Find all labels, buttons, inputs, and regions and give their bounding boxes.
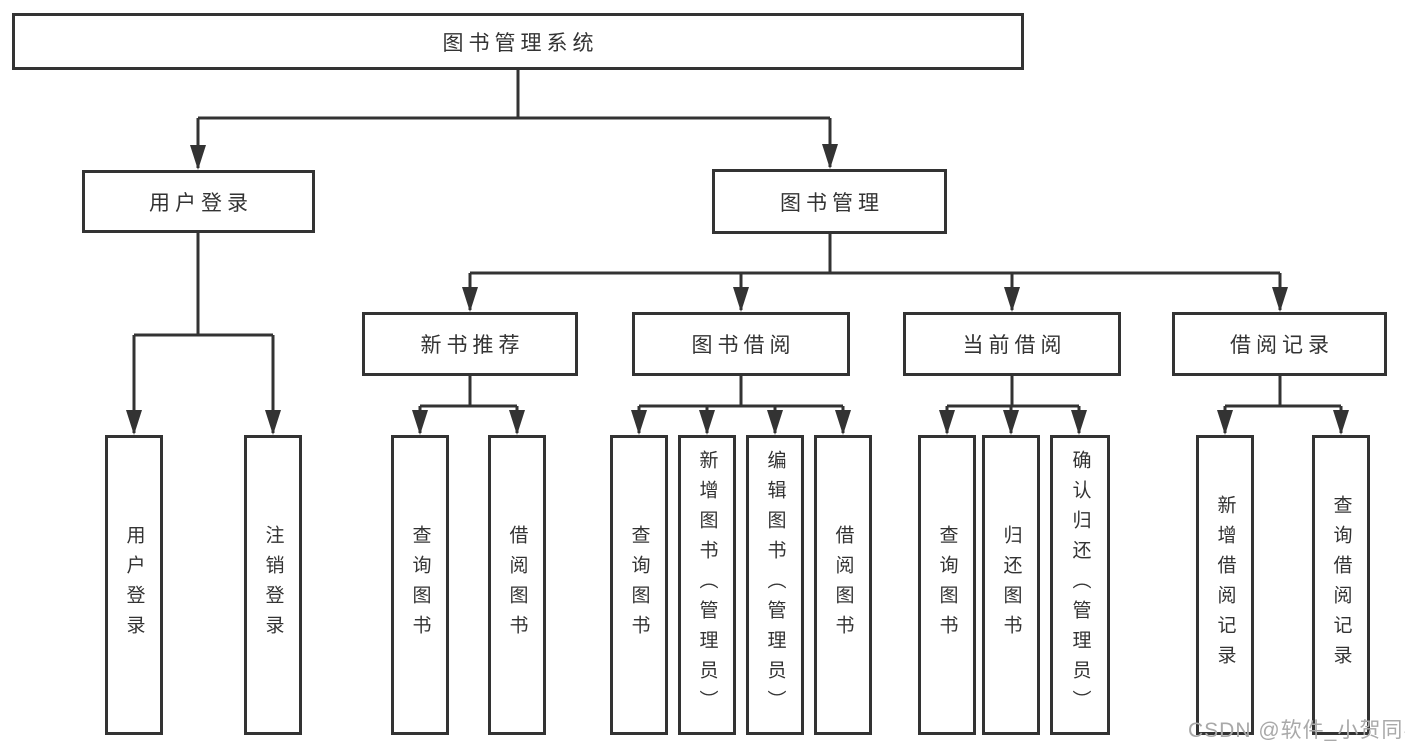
leaf-confirm-return-admin: 确认归还（管理员） — [1050, 435, 1110, 735]
csdn-watermark: CSDN @软件_小贺同学 — [1188, 719, 1405, 742]
leaf-current-query-books-label: 查询图书 — [936, 525, 958, 645]
leaf-user-login: 用户登录 — [105, 435, 163, 735]
leaf-user-login-label: 用户登录 — [123, 525, 145, 645]
leaf-edit-book-admin: 编辑图书（管理员） — [746, 435, 804, 735]
node-book-borrowing-label: 图书借阅 — [691, 334, 796, 357]
leaf-logout-label: 注销登录 — [262, 525, 284, 645]
node-borrowing-records: 借阅记录 — [1172, 312, 1387, 376]
leaf-logout: 注销登录 — [244, 435, 302, 735]
leaf-newbook-query-books: 查询图书 — [391, 435, 449, 735]
leaf-add-book-admin-label: 新增图书（管理员） — [696, 450, 718, 720]
node-current-borrowing-label: 当前借阅 — [962, 334, 1067, 357]
leaf-add-borrow-record: 新增借阅记录 — [1196, 435, 1254, 735]
node-new-book-recommendation-label: 新书推荐 — [420, 334, 525, 357]
node-library-management-system-label: 图书管理系统 — [442, 31, 599, 55]
node-current-borrowing: 当前借阅 — [903, 312, 1121, 376]
node-new-book-recommendation: 新书推荐 — [362, 312, 578, 376]
leaf-query-borrow-record: 查询借阅记录 — [1312, 435, 1370, 735]
leaf-newbook-query-books-label: 查询图书 — [409, 525, 431, 645]
leaf-newbook-borrow-books-label: 借阅图书 — [506, 525, 528, 645]
leaf-edit-book-admin-label: 编辑图书（管理员） — [764, 450, 786, 720]
leaf-borrowing-borrow-books-label: 借阅图书 — [832, 525, 854, 645]
node-book-borrowing: 图书借阅 — [632, 312, 850, 376]
node-book-management: 图书管理 — [712, 169, 947, 234]
leaf-borrowing-query-books: 查询图书 — [610, 435, 668, 735]
leaf-confirm-return-admin-label: 确认归还（管理员） — [1069, 450, 1091, 720]
node-borrowing-records-label: 借阅记录 — [1230, 334, 1334, 357]
leaf-current-query-books: 查询图书 — [918, 435, 976, 735]
leaf-borrowing-query-books-label: 查询图书 — [628, 525, 650, 645]
node-user-login-label: 用户登录 — [149, 191, 253, 215]
node-library-management-system: 图书管理系统 — [12, 13, 1024, 70]
arrow-down-icons — [126, 144, 1349, 435]
leaf-query-borrow-record-label: 查询借阅记录 — [1330, 495, 1352, 675]
leaf-return-books-label: 归还图书 — [1000, 525, 1022, 645]
leaf-newbook-borrow-books: 借阅图书 — [488, 435, 546, 735]
leaf-return-books: 归还图书 — [982, 435, 1040, 735]
leaf-add-borrow-record-label: 新增借阅记录 — [1214, 495, 1236, 675]
node-book-management-label: 图书管理 — [780, 191, 884, 215]
leaf-borrowing-borrow-books: 借阅图书 — [814, 435, 872, 735]
connector-wire-paths — [132, 70, 1343, 433]
leaf-add-book-admin: 新增图书（管理员） — [678, 435, 736, 735]
node-user-login: 用户登录 — [82, 170, 315, 233]
